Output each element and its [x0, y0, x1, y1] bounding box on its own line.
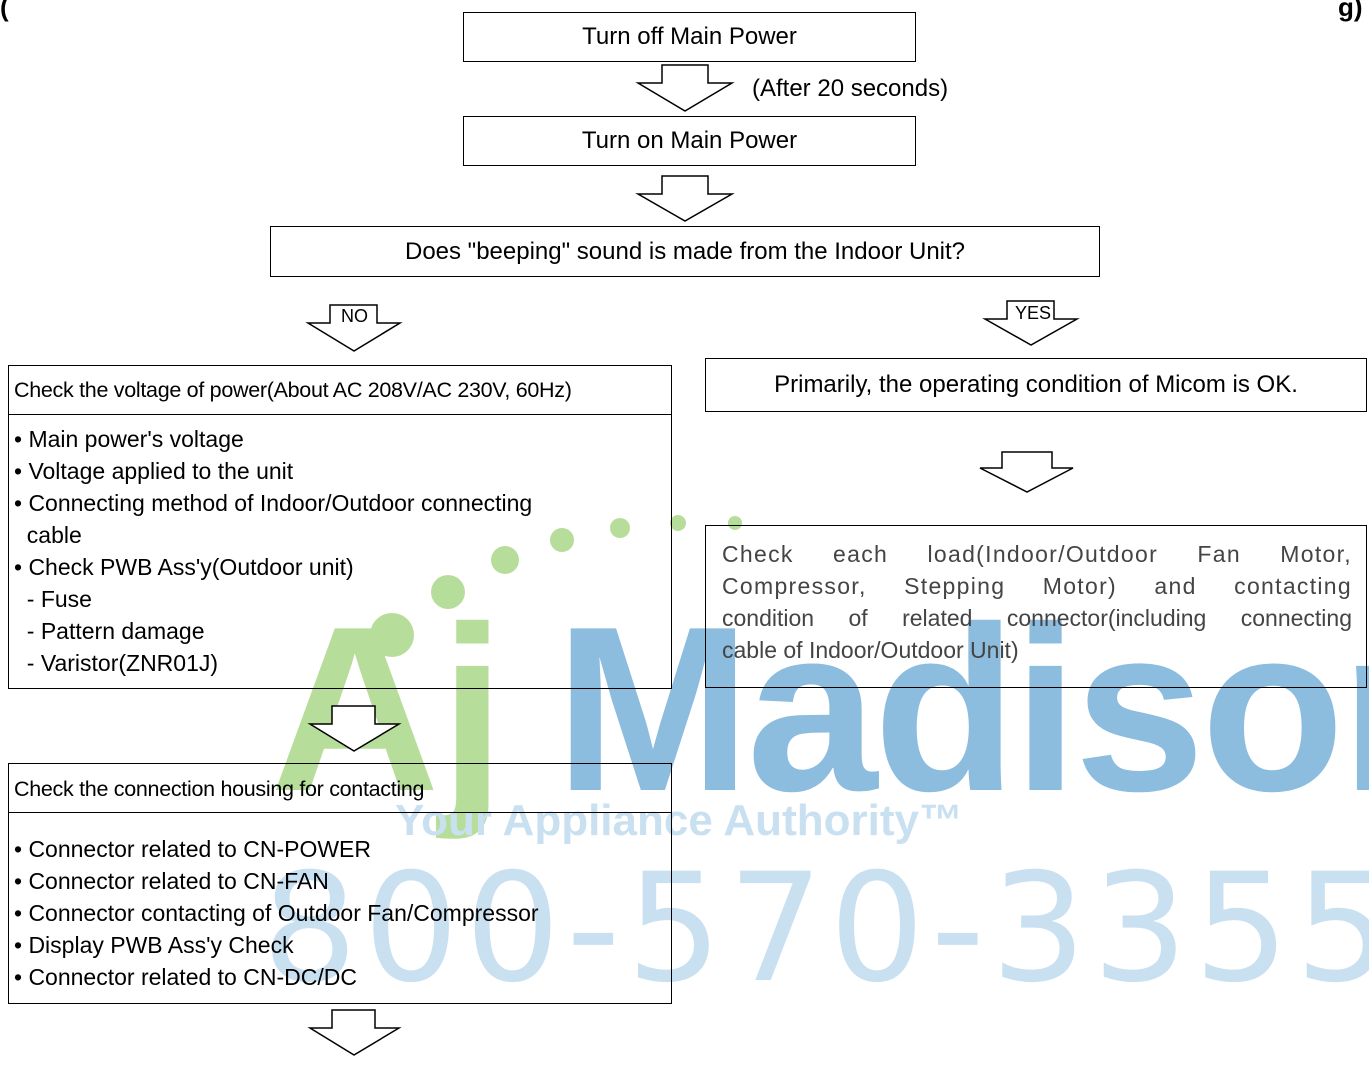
list-item: - Fuse — [14, 586, 92, 612]
list-item: • Connecting method of Indoor/Outdoor co… — [14, 490, 533, 516]
arrow-down-yes — [982, 300, 1080, 346]
turn-off-power-label: Turn off Main Power — [582, 23, 797, 50]
list-item: • Connector related to CN-FAN — [14, 868, 329, 894]
voltage-check-list: • Main power's voltage • Voltage applied… — [14, 423, 532, 679]
load-check-line: Compressor, Stepping Motor) and contacti… — [722, 573, 1352, 599]
header-tail: g) — [1338, 0, 1363, 22]
beeping-question-label: Does "beeping" sound is made from the In… — [404, 237, 966, 265]
voltage-check-header: Check the voltage of power(About AC 208V… — [14, 378, 572, 402]
housing-check-header: Check the connection housing for contact… — [14, 777, 425, 801]
list-item: • Voltage applied to the unit — [14, 458, 294, 484]
list-item: cable — [14, 522, 82, 548]
turn-on-power-label: Turn on Main Power — [581, 127, 798, 154]
arrow-down-2 — [635, 175, 735, 222]
list-item: - Pattern damage — [14, 618, 205, 644]
yes-branch-label: YES — [1015, 303, 1052, 323]
list-item: • Connector contacting of Outdoor Fan/Co… — [14, 900, 539, 926]
arrow-down-no — [305, 304, 403, 352]
voltage-check-list-box: • Main power's voltage • Voltage applied… — [8, 414, 672, 689]
load-check-line: Check each load(Indoor/Outdoor Fan Motor… — [722, 541, 1352, 567]
arrow-down-3 — [979, 451, 1074, 493]
list-item: • Check PWB Ass'y(Outdoor unit) — [14, 554, 354, 580]
list-item: • Display PWB Ass'y Check — [14, 932, 294, 958]
header-fragment: ( — [0, 0, 9, 22]
load-check-text: Check each load(Indoor/Outdoor Fan Motor… — [722, 538, 1352, 666]
housing-check-header-box: Check the connection housing for contact… — [8, 763, 672, 813]
list-item: • Connector related to CN-POWER — [14, 836, 372, 862]
micom-ok-label: Primarily, the operating condition of Mi… — [774, 371, 1298, 398]
beeping-question-box: Does "beeping" sound is made from the In… — [270, 226, 1100, 277]
load-check-box: Check each load(Indoor/Outdoor Fan Motor… — [705, 525, 1367, 688]
list-item: • Connector related to CN-DC/DC — [14, 964, 357, 990]
load-check-line: condition of related connector(including… — [722, 605, 1352, 631]
housing-check-list: • Connector related to CN-POWER • Connec… — [14, 833, 539, 993]
list-item: • Main power's voltage — [14, 426, 244, 452]
turn-on-power-box: Turn on Main Power — [463, 116, 916, 166]
housing-check-list-box: • Connector related to CN-POWER • Connec… — [8, 812, 672, 1004]
arrow-down-4 — [307, 705, 402, 752]
no-branch-label: NO — [341, 306, 368, 326]
list-item: - Varistor(ZNR01J) — [14, 650, 219, 676]
micom-ok-box: Primarily, the operating condition of Mi… — [705, 358, 1367, 412]
turn-off-power-box: Turn off Main Power — [463, 12, 916, 62]
voltage-check-header-box: Check the voltage of power(About AC 208V… — [8, 365, 672, 415]
load-check-line: cable of Indoor/Outdoor Unit) — [722, 637, 1019, 663]
arrow-down-5 — [307, 1009, 402, 1056]
wait-note: (After 20 seconds) — [752, 75, 949, 102]
arrow-down-1 — [635, 64, 735, 112]
